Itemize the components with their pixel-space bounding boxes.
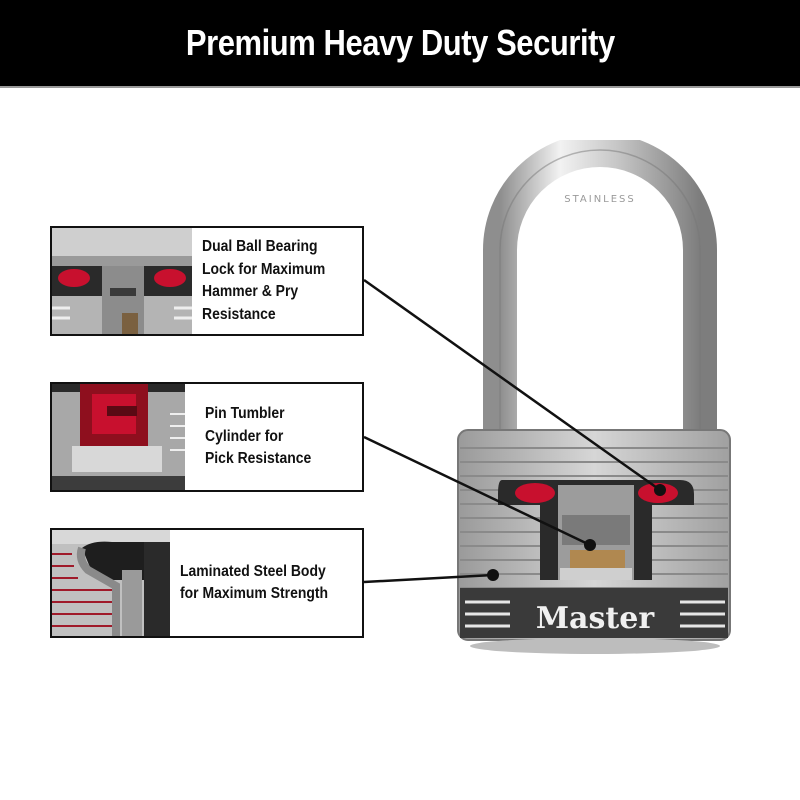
pin-tumbler-closeup-image bbox=[52, 384, 185, 490]
laminated-steel-closeup-image bbox=[52, 530, 170, 636]
callout-text: Laminated Steel Body for Maximum Strengt… bbox=[180, 562, 329, 603]
callout-text: Pin Tumbler Cylinder for Pick Resistance bbox=[205, 405, 312, 468]
callout-dual-ball-bearing: Dual Ball Bearing Lock for Maximum Hamme… bbox=[50, 226, 364, 336]
padlock-image: STAINLESS Master bbox=[440, 140, 760, 670]
ball-bearing-closeup-image bbox=[52, 228, 192, 334]
callout-laminated-body: Laminated Steel Body for Maximum Strengt… bbox=[50, 528, 364, 638]
brand-label: Master bbox=[536, 601, 655, 636]
shackle-engraving: STAINLESS bbox=[564, 194, 636, 205]
callout-text: Dual Ball Bearing Lock for Maximum Hamme… bbox=[202, 238, 326, 323]
page-title: Premium Heavy Duty Security bbox=[185, 22, 615, 63]
header-banner: Premium Heavy Duty Security bbox=[0, 0, 800, 88]
callout-pin-tumbler: Pin Tumbler Cylinder for Pick Resistance bbox=[50, 382, 364, 492]
